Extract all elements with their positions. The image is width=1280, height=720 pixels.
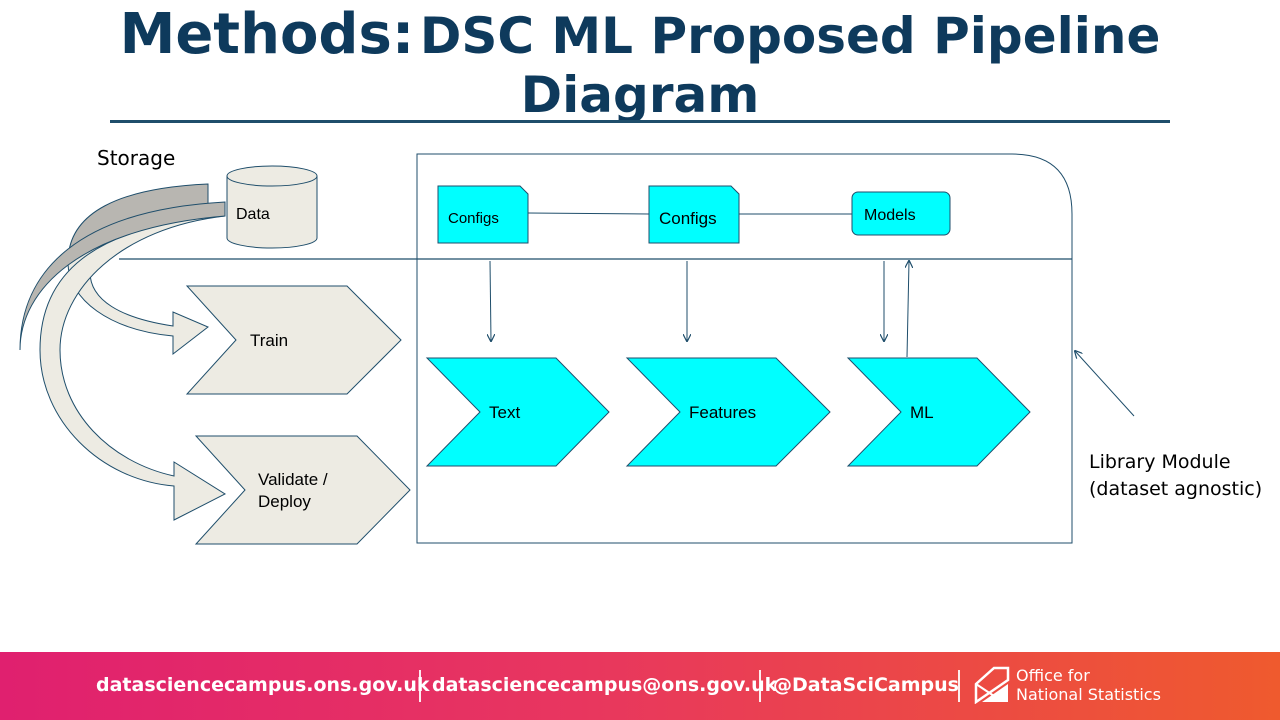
footer-separator-3 (958, 670, 960, 702)
title-part-1: Methods: (119, 2, 415, 67)
configs-doc-2 (648, 185, 740, 244)
validate-label-1: Validate / (258, 470, 328, 489)
curved-arrow-to-validate (39, 202, 227, 521)
library-module-pointer (1075, 351, 1135, 417)
ons-org-line2: National Statistics (1016, 685, 1161, 704)
ons-org-line1: Office for (1016, 666, 1090, 685)
validate-deploy-chevron (194, 435, 411, 545)
library-module-label-line1: Library Module (1089, 451, 1231, 473)
footer-website-link[interactable]: datasciencecampus.ons.gov.uk (96, 674, 430, 696)
title-underline (110, 120, 1170, 123)
arrow-ml-to-models (907, 261, 909, 358)
footer-separator-2 (759, 670, 761, 702)
configs-label-1: Configs (448, 210, 499, 227)
train-chevron (185, 285, 402, 395)
curved-arrow-to-validate-shadow (19, 201, 226, 351)
footer-bar: datasciencecampus.ons.gov.uk datascience… (0, 652, 1280, 720)
configs-label-2: Configs (659, 209, 717, 228)
footer-email-link[interactable]: datasciencecampus@ons.gov.uk (432, 674, 778, 696)
models-label: Models (864, 207, 916, 224)
ons-org-name: Office for National Statistics (1016, 666, 1161, 704)
library-module-label-line2: (dataset agnostic) (1089, 478, 1263, 500)
title-part-2: DSC ML Proposed Pipeline (419, 7, 1161, 65)
footer-separator-1 (419, 670, 421, 702)
footer-twitter-link[interactable]: @DataSciCampus (773, 674, 959, 696)
data-label: Data (236, 206, 270, 223)
ml-chevron (846, 357, 1031, 467)
text-stage-label: Text (489, 403, 520, 422)
title-line-2: Diagram (520, 66, 760, 124)
configs-doc-1 (437, 185, 529, 244)
library-module-label: Library Module (dataset agnostic) (1089, 449, 1262, 503)
models-box (851, 191, 951, 236)
arrow-configs-to-text (490, 260, 491, 341)
data-cylinder (226, 165, 318, 249)
validate-label-2: Deploy (258, 492, 311, 511)
ml-stage-label: ML (910, 403, 934, 422)
connector-configs-configs (527, 212, 650, 215)
train-label: Train (250, 331, 288, 350)
text-chevron (425, 357, 610, 467)
ons-logo-icon (974, 666, 1010, 704)
features-chevron (625, 357, 831, 467)
library-module-box (416, 153, 1073, 544)
storage-label: Storage (97, 146, 176, 170)
features-stage-label: Features (689, 403, 756, 422)
